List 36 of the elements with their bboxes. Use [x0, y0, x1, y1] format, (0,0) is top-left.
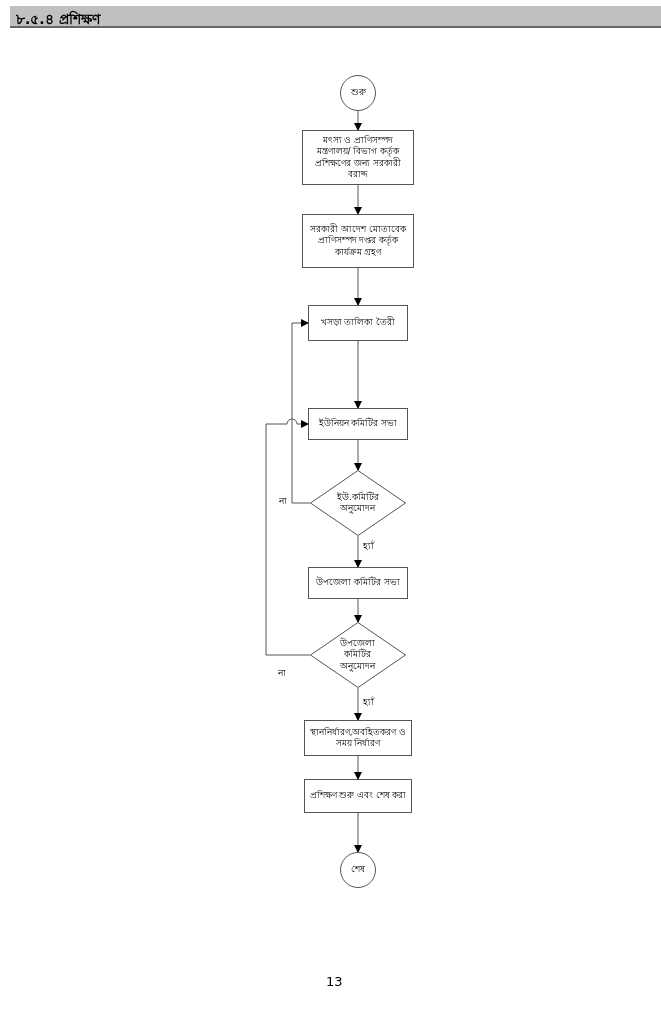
terminal-circle [340, 852, 376, 888]
decision-diamond [310, 470, 406, 536]
arrow [354, 812, 362, 853]
arrow [354, 340, 362, 409]
terminal-circle [340, 75, 376, 111]
section-heading: ৮.৫.৪ প্রশিক্ষণ [10, 6, 661, 28]
arrow [354, 439, 362, 471]
arrow [354, 110, 362, 131]
node-text: ইউ.কমিটির অনুমোদন [336, 491, 380, 515]
arrow [291, 319, 311, 504]
process-box [304, 779, 412, 813]
arrow [354, 184, 362, 215]
arrow [354, 755, 362, 780]
node-text: উপজেলা কমিটির সভা [316, 577, 400, 589]
node-text: সরকারী আদেশ মোতাবেক প্রাণিসম্পদ দপ্তর কর্তৃক কার্যক্রম গ্রহণ [309, 223, 408, 259]
arrow [354, 687, 362, 721]
process-box [304, 720, 412, 756]
arrow [265, 418, 311, 656]
node-text: প্রশিক্ষণ শুরু এবং শেষ করা [309, 790, 407, 802]
process-box [308, 567, 408, 599]
page-number: 13 [326, 974, 343, 989]
node-text: শুরু [350, 87, 366, 99]
process-box [308, 305, 408, 341]
node-text: মৎস্য ও প্রাণিসম্পদ মন্ত্রণালয়/ বিভাগ কর্তৃক প্রশিক্ষণের জন্য সরকারী বরাদ্দ [314, 134, 402, 181]
process-box [308, 408, 408, 440]
arrow [354, 267, 362, 306]
node-text: স্থাননির্ধারণ,অবহিতকরণ ও সময় নির্ধারণ [309, 726, 407, 750]
process-box [302, 130, 414, 185]
arrow [354, 535, 362, 568]
node-text: খসড়া তালিকা তৈরী [320, 317, 396, 329]
node-text: ইউনিয়ন কমিটির সভা [318, 418, 398, 430]
node-text: উপজেলা কমিটির অনুমোদন [339, 637, 377, 673]
arrow [354, 598, 362, 623]
process-box [302, 214, 414, 268]
decision-diamond [310, 622, 406, 688]
node-text: শেষ [351, 864, 365, 876]
